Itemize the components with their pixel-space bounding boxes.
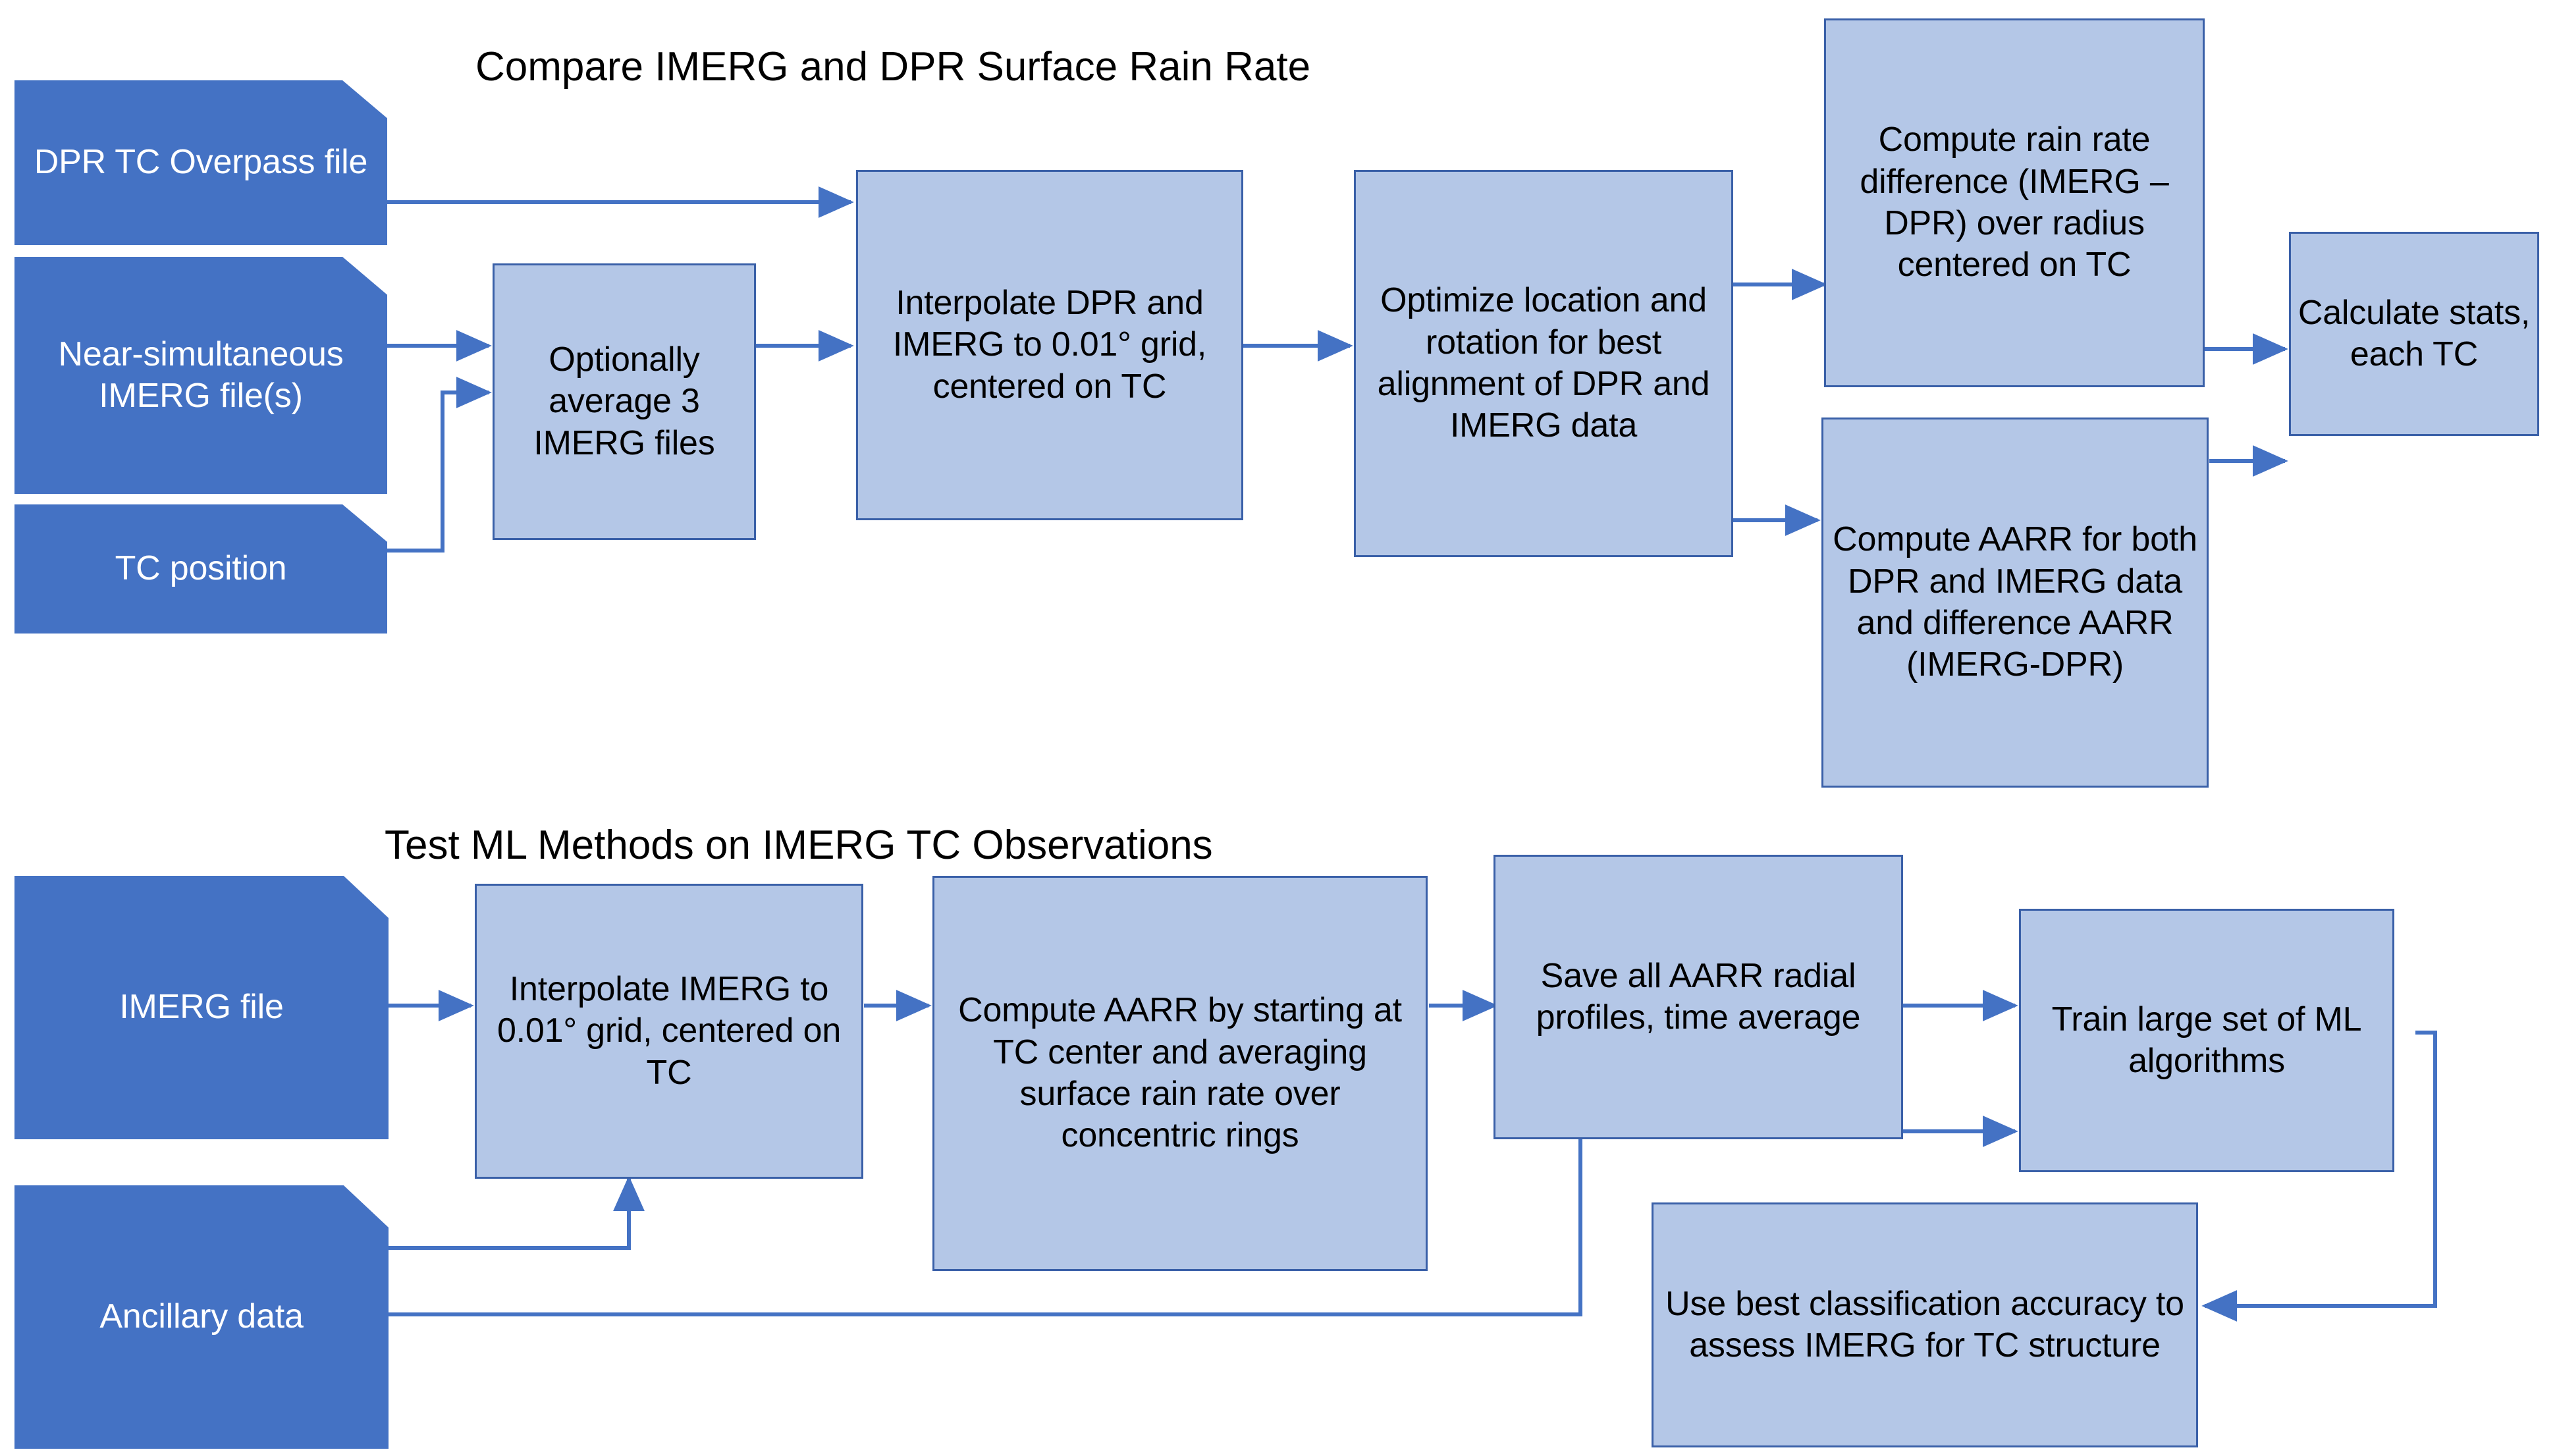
node-label: Interpolate DPR and IMERG to 0.01° grid,… [892, 283, 1207, 406]
node-label: Compute AARR by starting at TC center an… [958, 991, 1402, 1155]
node-label: Compute rain rate difference (IMERG – DP… [1860, 121, 2169, 284]
node-imerg-file[interactable]: IMERG file [14, 876, 389, 1139]
node-save-radial-profiles[interactable]: Save all AARR radial profiles, time aver… [1493, 855, 1903, 1139]
node-label: DPR TC Overpass file [34, 143, 368, 182]
node-label: Near-simultaneous IMERG file(s) [58, 335, 344, 415]
node-optionally-average[interactable]: Optionally average 3 IMERG files [493, 263, 756, 540]
node-interpolate-grid[interactable]: Interpolate DPR and IMERG to 0.01° grid,… [856, 170, 1243, 520]
node-interpolate-imerg[interactable]: Interpolate IMERG to 0.01° grid, centere… [475, 884, 863, 1179]
node-label: Train large set of ML algorithms [2051, 1000, 2362, 1080]
section-title-compare: Compare IMERG and DPR Surface Rain Rate [475, 44, 1311, 90]
node-label: IMERG file [119, 988, 284, 1027]
node-label: Compute AARR for both DPR and IMERG data… [1833, 520, 2197, 684]
node-label: Save all AARR radial profiles, time aver… [1536, 956, 1861, 1037]
node-label: TC position [115, 549, 287, 588]
node-ancillary-data[interactable]: Ancillary data [14, 1185, 389, 1449]
link-tcposition-to-average [385, 377, 492, 553]
node-label: Calculate stats, each TC [2298, 293, 2531, 373]
node-label: Ancillary data [99, 1297, 304, 1336]
node-label: Interpolate IMERG to 0.01° grid, centere… [497, 969, 842, 1092]
node-dpr-tc-overpass-file[interactable]: DPR TC Overpass file [14, 80, 387, 245]
node-near-simultaneous-imerg-files[interactable]: Near-simultaneous IMERG file(s) [14, 257, 387, 494]
link-ancillary-to-interpolate [389, 1175, 645, 1250]
node-compute-rain-rate-difference[interactable]: Compute rain rate difference (IMERG – DP… [1824, 18, 2205, 387]
node-label: Use best classification accuracy to asse… [1665, 1284, 2184, 1364]
node-optimize-alignment[interactable]: Optimize location and rotation for best … [1354, 170, 1733, 557]
node-compute-aarr-both[interactable]: Compute AARR for both DPR and IMERG data… [1821, 418, 2209, 788]
node-compute-aarr-rings[interactable]: Compute AARR by starting at TC center an… [932, 876, 1428, 1271]
node-label: Optionally average 3 IMERG files [533, 340, 715, 462]
node-train-ml[interactable]: Train large set of ML algorithms [2019, 909, 2394, 1172]
node-use-best-classification[interactable]: Use best classification accuracy to asse… [1652, 1202, 2198, 1447]
node-calculate-stats[interactable]: Calculate stats, each TC [2289, 232, 2539, 436]
node-tc-position[interactable]: TC position [14, 504, 387, 634]
section-title-testml: Test ML Methods on IMERG TC Observations [385, 822, 1213, 868]
node-label: Optimize location and rotation for best … [1377, 281, 1710, 445]
